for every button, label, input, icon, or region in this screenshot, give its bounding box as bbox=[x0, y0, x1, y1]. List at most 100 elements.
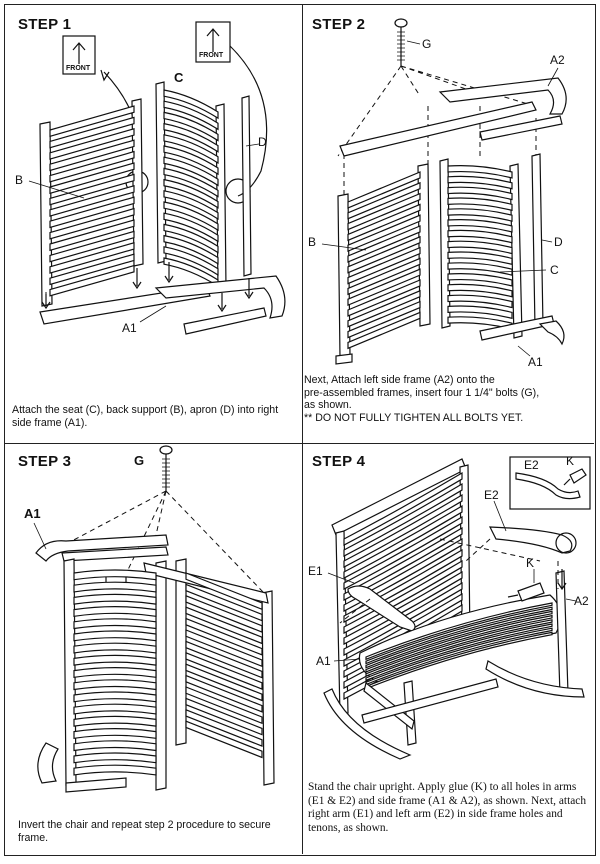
label-K-inset: K bbox=[566, 454, 574, 468]
label-A2: A2 bbox=[550, 53, 565, 67]
step-1-panel: STEP 1 FRONT FRONT bbox=[6, 6, 296, 440]
slat bbox=[447, 219, 513, 233]
step-1-title: STEP 1 bbox=[18, 16, 72, 33]
slat bbox=[49, 105, 135, 138]
step-2-title: STEP 2 bbox=[312, 16, 366, 33]
bolt-G-icon bbox=[159, 445, 173, 491]
step-1-caption: Attach the seat (C), back support (B), a… bbox=[12, 404, 279, 429]
front-label-left: FRONT bbox=[66, 65, 91, 72]
side-frames bbox=[323, 570, 585, 760]
slat bbox=[163, 246, 219, 277]
slat bbox=[365, 631, 553, 690]
slat bbox=[185, 640, 263, 679]
slat bbox=[347, 246, 421, 285]
front-arrow-icon: FRONT bbox=[62, 35, 96, 75]
slat bbox=[163, 122, 219, 153]
step-2-illustration: G A2 B D C A1 bbox=[308, 18, 567, 369]
step-2-panel: STEP 2 G A2 bbox=[300, 6, 593, 440]
bolt-G-icon bbox=[394, 18, 408, 66]
slat bbox=[343, 504, 463, 580]
slat bbox=[73, 740, 157, 752]
slat bbox=[163, 134, 219, 165]
slat bbox=[163, 234, 219, 265]
slat bbox=[365, 610, 553, 669]
slat bbox=[185, 583, 263, 622]
slat bbox=[49, 162, 135, 195]
slat bbox=[447, 305, 513, 320]
label-E2-inset: E2 bbox=[524, 458, 539, 472]
slat bbox=[163, 89, 219, 120]
label-C: C bbox=[174, 70, 184, 85]
step-3-title: STEP 3 bbox=[18, 453, 72, 470]
apron-D bbox=[241, 95, 252, 277]
instruction-sheet bbox=[4, 4, 596, 856]
caption-line: Next, Attach left side frame (A2) onto t… bbox=[304, 374, 495, 386]
slat bbox=[347, 289, 421, 328]
slat bbox=[49, 150, 135, 183]
arm-E2 bbox=[489, 526, 573, 554]
slat bbox=[73, 715, 157, 727]
slat bbox=[163, 100, 219, 131]
slat bbox=[163, 111, 219, 142]
slat bbox=[365, 602, 553, 661]
step-3-illustration: G A1 bbox=[24, 445, 275, 793]
slat bbox=[49, 253, 135, 286]
slat bbox=[73, 679, 157, 691]
slat bbox=[185, 606, 263, 645]
slat bbox=[447, 262, 513, 276]
slat bbox=[347, 171, 421, 209]
seat bbox=[358, 594, 562, 690]
label-A2: A2 bbox=[574, 594, 589, 608]
caption-line: pre-assembled frames, insert four 1 1/4"… bbox=[304, 386, 540, 399]
label-D: D bbox=[554, 235, 563, 249]
slat bbox=[365, 614, 553, 673]
slat bbox=[365, 606, 553, 665]
slat bbox=[163, 145, 219, 176]
slat bbox=[447, 208, 513, 222]
label-E1: E1 bbox=[308, 564, 323, 578]
slat bbox=[447, 294, 513, 309]
slat bbox=[347, 279, 421, 317]
inset-arm-E2 bbox=[515, 472, 581, 500]
label-B: B bbox=[15, 173, 23, 187]
slat bbox=[347, 268, 421, 307]
slat bbox=[163, 190, 219, 221]
side-frame-A2 bbox=[339, 77, 567, 157]
slat bbox=[447, 273, 513, 287]
slat bbox=[185, 697, 263, 736]
slat bbox=[49, 185, 135, 217]
slat bbox=[163, 201, 219, 232]
slat bbox=[49, 264, 135, 297]
slat bbox=[365, 627, 553, 686]
slat bbox=[185, 663, 263, 702]
caption-line: as shown. bbox=[304, 399, 352, 412]
slat bbox=[185, 686, 263, 725]
side-frame-A1 bbox=[35, 534, 169, 584]
slat bbox=[185, 651, 263, 690]
label-A1: A1 bbox=[24, 506, 41, 521]
step-4-illustration: E2 K bbox=[308, 454, 591, 760]
slat bbox=[185, 572, 263, 611]
slat bbox=[49, 196, 135, 229]
slat bbox=[73, 667, 157, 679]
step-1-illustration: FRONT FRONT bbox=[15, 21, 286, 335]
slat bbox=[447, 240, 513, 255]
slat bbox=[347, 181, 421, 220]
slat bbox=[185, 629, 263, 668]
label-K: K bbox=[526, 556, 534, 570]
slat bbox=[447, 251, 513, 266]
slat bbox=[49, 242, 135, 274]
glue-bottle-K-icon bbox=[507, 582, 545, 602]
slat bbox=[365, 619, 553, 677]
slat bbox=[163, 223, 219, 254]
slat bbox=[343, 526, 463, 602]
caption-warning: ** DO NOT FULLY TIGHTEN ALL BOLTS YET. bbox=[304, 411, 524, 424]
label-E2: E2 bbox=[484, 488, 499, 502]
slat bbox=[343, 493, 463, 569]
step-3-panel: STEP 3 G A1 Invert the chair bbox=[6, 443, 296, 856]
slat bbox=[49, 219, 135, 252]
label-D: D bbox=[258, 135, 267, 149]
label-A1: A1 bbox=[122, 321, 137, 335]
slat bbox=[447, 165, 513, 179]
back-support-B bbox=[39, 98, 144, 307]
